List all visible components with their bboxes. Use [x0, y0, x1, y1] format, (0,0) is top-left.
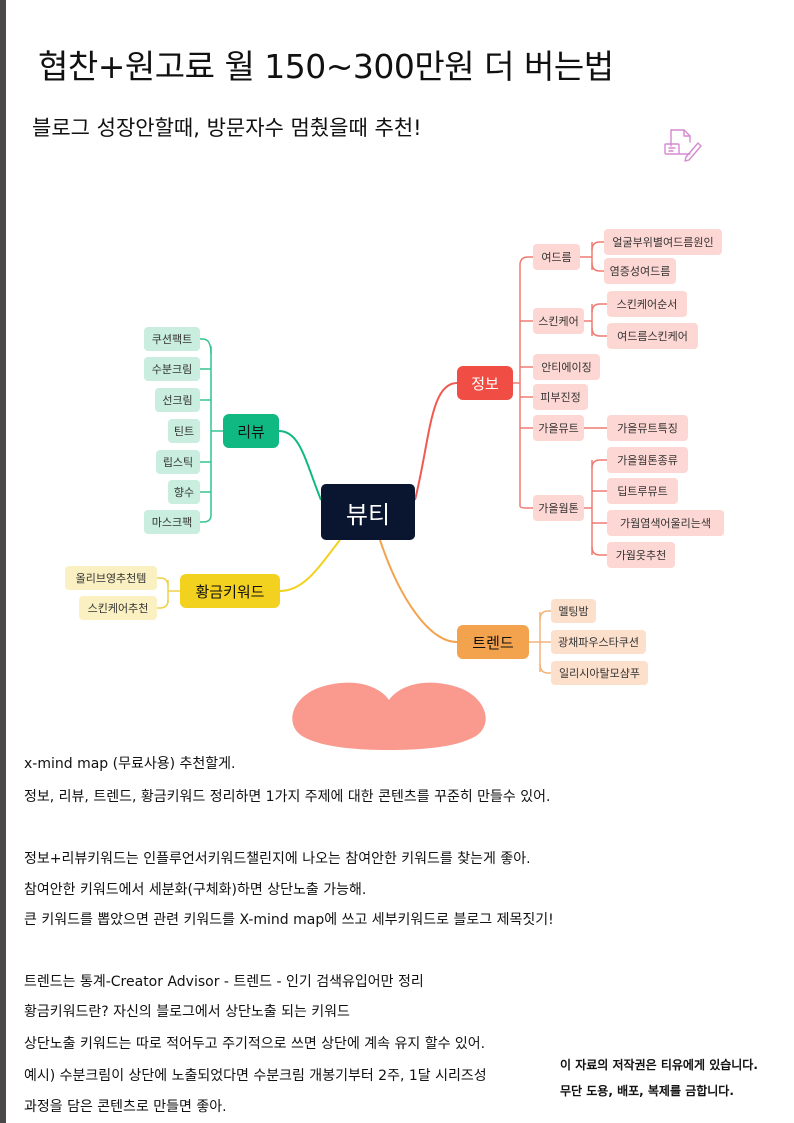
- mindmap-subtopic: 쿠션팩트: [144, 327, 200, 351]
- mindmap-subtopic: 가웜염색어울리는색: [607, 510, 724, 536]
- page-title: 협찬+원고료 월 150~300만원 더 버는법: [38, 47, 614, 86]
- mindmap-subtopic: 가을웜톤종류: [607, 447, 688, 473]
- body-line: 과정을 담은 콘텐츠로 만들면 좋아.: [24, 1099, 227, 1115]
- mindmap-subtopic: 일리시아탈모샴푸: [551, 661, 648, 685]
- mindmap-subtopic: 여드름스킨케어: [607, 323, 698, 349]
- mindmap-topic-golden-keyword: 황금키워드: [180, 574, 280, 608]
- document-edit-icon: [664, 129, 702, 162]
- mindmap-subtopic: 가웜옷추천: [607, 542, 675, 568]
- mindmap-subtopic: 가을뮤트특징: [607, 415, 688, 441]
- mindmap-subtopic: 스킨케어추천: [79, 596, 157, 620]
- mindmap-topic-trend: 트렌드: [457, 625, 529, 659]
- left-border-bar: [0, 0, 6, 1123]
- mindmap-subtopic: 선크림: [155, 388, 200, 412]
- body-line: 정보, 리뷰, 트렌드, 황금키워드 정리하면 1가지 주제에 대한 콘텐츠를 …: [24, 789, 551, 805]
- mindmap-subtopic: 틴트: [168, 419, 200, 443]
- body-line: 상단노출 키워드는 따로 적어두고 주기적으로 쓰면 상단에 계속 유지 할수 …: [24, 1036, 486, 1052]
- mindmap-subtopic: 멜팅밤: [551, 599, 596, 623]
- mindmap-subtopic: 스킨케어: [533, 308, 584, 334]
- mindmap-subtopic: 향수: [168, 480, 200, 504]
- heart-shape: [292, 682, 486, 750]
- body-line: 참여안한 키워드에서 세분화(구체화)하면 상단노출 가능해.: [24, 882, 367, 898]
- page-subtitle: 블로그 성장안할때, 방문자수 멈췄을때 추천!: [32, 116, 422, 140]
- mindmap-subtopic: 안티에이징: [533, 354, 600, 380]
- body-line: x-mind map (무료사용) 추천할게.: [24, 756, 236, 772]
- mindmap-subtopic: 가을웜톤: [533, 495, 584, 521]
- copyright-notice: 무단 도용, 배포, 복제를 금합니다.: [560, 1084, 734, 1098]
- body-line: 정보+리뷰키워드는 인플루언서키워드챌린지에 나오는 참여안한 키워드를 찾는게…: [24, 851, 531, 867]
- body-line: 황금키워드란? 자신의 블로그에서 상단노출 되는 키워드: [24, 1004, 350, 1020]
- body-line: 예시) 수분크림이 상단에 노출되었다면 수분크림 개봉기부터 2주, 1달 시…: [24, 1068, 487, 1084]
- mindmap-subtopic: 얼굴부위별여드름원인: [604, 229, 722, 255]
- body-line: 큰 키워드를 뽑았으면 관련 키워드를 X-mind map에 쓰고 세부키워드…: [24, 912, 554, 928]
- mindmap-subtopic: 광채파우스타쿠션: [551, 630, 646, 654]
- mindmap-topic-info: 정보: [457, 366, 513, 400]
- mindmap-subtopic: 수분크림: [144, 357, 200, 381]
- mindmap-subtopic: 립스틱: [156, 450, 200, 474]
- mindmap-subtopic: 가을뮤트: [533, 415, 584, 441]
- mindmap-subtopic: 스킨케어순서: [607, 291, 687, 317]
- mindmap-subtopic: 피부진정: [533, 384, 588, 410]
- mindmap-center-node: 뷰티: [321, 484, 415, 540]
- mindmap-subtopic: 마스크팩: [144, 510, 200, 534]
- mindmap-topic-review: 리뷰: [223, 414, 279, 448]
- mindmap-subtopic: 여드름: [533, 244, 580, 270]
- mindmap-subtopic: 올리브영추천템: [65, 566, 157, 590]
- copyright-notice: 이 자료의 저작권은 티유에게 있습니다.: [560, 1058, 758, 1072]
- body-line: 트렌드는 통계-Creator Advisor - 트렌드 - 인기 검색유입어…: [24, 974, 424, 990]
- mindmap-subtopic: 딥트루뮤트: [607, 478, 678, 504]
- mindmap-subtopic: 염증성여드름: [604, 258, 676, 284]
